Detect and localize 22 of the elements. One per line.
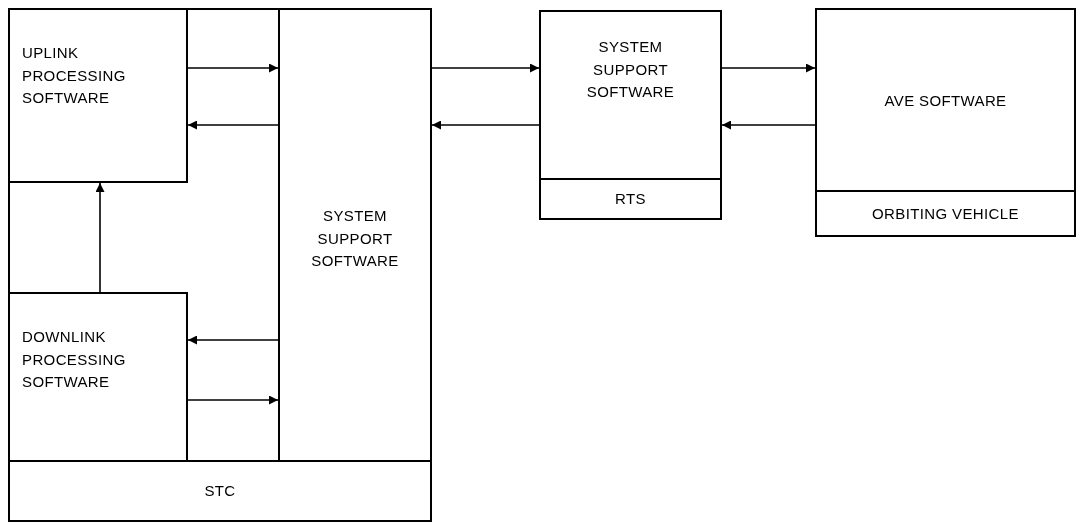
arrow [187, 63, 279, 73]
block-box [539, 10, 722, 220]
block-box [815, 8, 1076, 237]
box-label: AVE SOFTWARE [884, 92, 1007, 109]
arrow [187, 120, 279, 130]
arrow [721, 63, 816, 73]
box-label: DOWNLINK PROCESSING SOFTWARE [22, 328, 126, 390]
arrow [431, 120, 540, 130]
block-box [8, 8, 188, 183]
box-label: SYSTEM SUPPORT SOFTWARE [586, 38, 675, 100]
arrow [187, 335, 279, 345]
box-label: SYSTEM SUPPORT SOFTWARE [311, 207, 399, 269]
arrow [721, 120, 816, 130]
box-label: ORBITING VEHICLE [872, 203, 1019, 224]
arrow [95, 182, 105, 293]
block-box [8, 8, 432, 522]
arrow [187, 395, 279, 405]
box-label: UPLINK PROCESSING SOFTWARE [22, 44, 126, 106]
block-box [8, 292, 188, 462]
box-label: RTS [615, 189, 646, 210]
box-label: STC [204, 481, 236, 502]
arrow [431, 63, 540, 73]
